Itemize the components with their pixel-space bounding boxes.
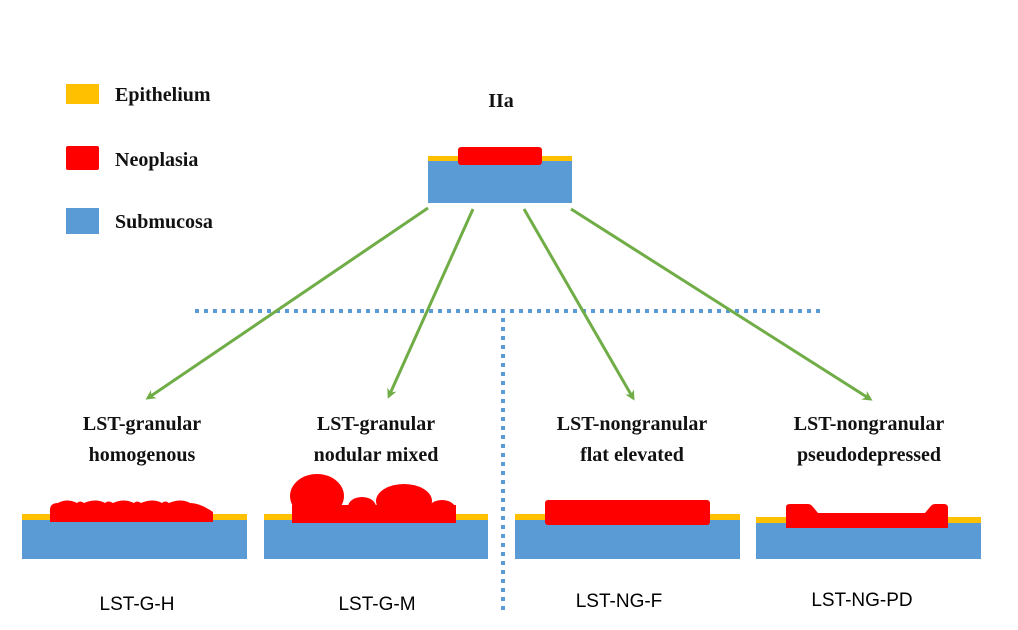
type-name-line1: LST-granular xyxy=(317,413,435,435)
neoplasia-swatch xyxy=(66,146,99,170)
type-name-line2: homogenous xyxy=(89,444,196,466)
submucosa-swatch xyxy=(66,208,99,234)
nodular-neoplasia xyxy=(290,474,456,523)
type-name-line2: pseudodepressed xyxy=(797,444,941,466)
submucosa-block xyxy=(22,520,247,559)
submucosa-block xyxy=(264,520,488,559)
type-name-line1: LST-nongranular xyxy=(557,413,708,435)
type-name-line1: LST-nongranular xyxy=(794,413,945,435)
type-lst-g-m: LST-granular nodular mixed xyxy=(264,413,488,559)
granular-neoplasia xyxy=(50,500,213,522)
arrows xyxy=(145,206,873,401)
legend-label-epithelium: Epithelium xyxy=(115,84,211,106)
legend: Epithelium Neoplasia Submucosa xyxy=(66,84,213,234)
abbr-lst-ng-f: LST-NG-F xyxy=(576,591,663,612)
arrow-to-lst-ng-pd xyxy=(570,207,873,401)
epithelium-swatch xyxy=(66,84,99,104)
type-name-line2: nodular mixed xyxy=(314,444,439,466)
type-lst-ng-pd: LST-nongranular pseudodepressed xyxy=(756,413,981,559)
iia-neoplasia xyxy=(458,147,542,165)
pseudodepressed-neoplasia xyxy=(786,504,948,528)
iia-submucosa xyxy=(428,161,572,203)
abbr-lst-g-h: LST-G-H xyxy=(100,594,175,615)
arrow-to-lst-g-m xyxy=(387,208,475,399)
abbreviation-labels: LST-G-H LST-G-M LST-NG-F LST-NG-PD xyxy=(100,590,913,615)
type-lst-ng-f: LST-nongranular flat elevated xyxy=(515,413,740,559)
type-name-line2: flat elevated xyxy=(580,444,684,466)
abbr-lst-g-m: LST-G-M xyxy=(338,594,415,615)
type-lst-g-h: LST-granular homogenous xyxy=(22,413,247,559)
submucosa-block xyxy=(756,522,981,559)
arrow-to-lst-g-h xyxy=(145,206,429,400)
flat-neoplasia xyxy=(545,500,710,525)
arrow-to-lst-ng-f xyxy=(522,208,635,401)
legend-item-neoplasia: Neoplasia xyxy=(66,146,198,171)
abbr-lst-ng-pd: LST-NG-PD xyxy=(811,590,912,611)
divider-lines xyxy=(195,309,825,614)
type-name-line1: LST-granular xyxy=(83,413,201,435)
iia-title: IIa xyxy=(488,90,514,112)
legend-item-submucosa: Submucosa xyxy=(66,208,213,234)
legend-label-neoplasia: Neoplasia xyxy=(115,149,198,171)
submucosa-block xyxy=(515,520,740,559)
iia-illustration: IIa xyxy=(428,90,572,203)
legend-label-submucosa: Submucosa xyxy=(115,211,213,233)
legend-item-epithelium: Epithelium xyxy=(66,84,211,106)
